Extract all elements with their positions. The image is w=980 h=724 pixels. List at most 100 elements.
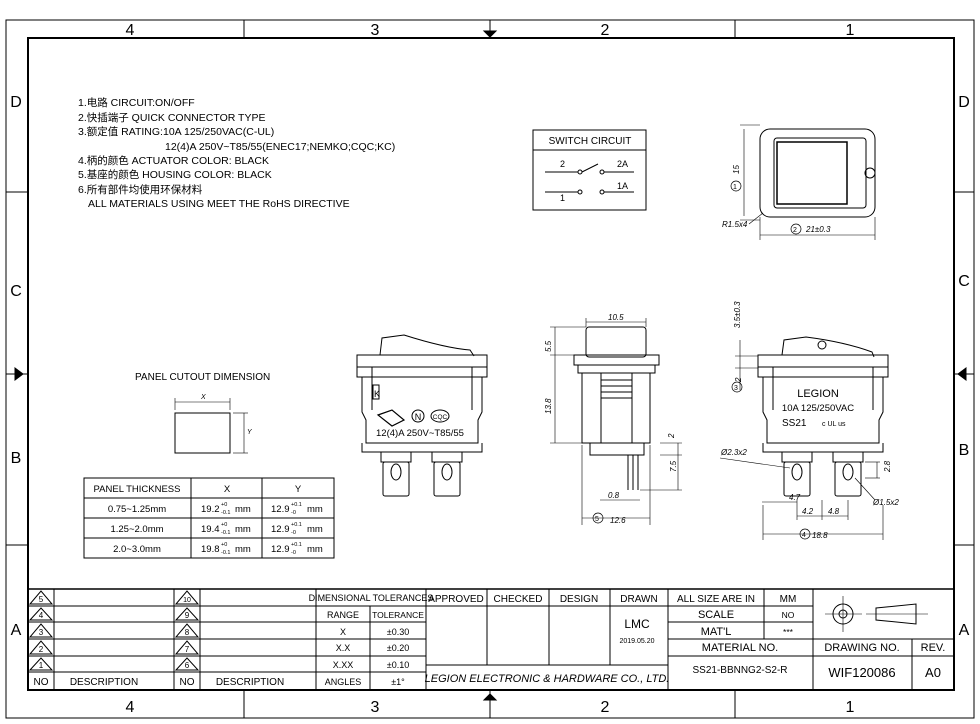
drawn-by: LMC (624, 617, 650, 631)
brand-label: LEGION (797, 388, 839, 400)
dim-label: 5.5 (544, 340, 553, 352)
n-mark: N (415, 412, 422, 422)
rev-number: 10 (183, 597, 191, 604)
tol-value: ±1° (391, 677, 405, 687)
table-cell: 12.9 (271, 544, 290, 555)
scale-value: NO (782, 610, 795, 620)
cqc-mark: CQC (433, 414, 448, 421)
drawn-date: 2019.05.20 (619, 638, 654, 645)
tolerance-header: TOLERANCE (372, 610, 424, 620)
unit: mm (307, 524, 323, 535)
rev-number: 6 (185, 661, 190, 670)
unit: mm (235, 544, 251, 555)
cutout-y-label: Y (247, 429, 253, 436)
material-no-label: MATERIAL NO. (702, 642, 778, 654)
model-label: SS21 (782, 418, 807, 429)
tol-value: ±0.20 (387, 643, 409, 653)
dim-label: 2 (734, 377, 743, 383)
zone-top-3: 3 (371, 22, 380, 39)
table-cell: 1.25~2.0mm (110, 524, 163, 535)
rev-number: 1 (39, 661, 44, 670)
switch-circuit-title: SWITCH CIRCUIT (549, 136, 632, 147)
row-left-d: D (10, 94, 22, 111)
dim-label: 15 (732, 165, 741, 174)
tol-dn: -0.1 (221, 550, 230, 556)
tol-up: +0 (221, 522, 227, 528)
dim-label: 4.7 (789, 493, 801, 502)
rev-number: 2 (39, 645, 44, 654)
callout-number: 2 (793, 227, 797, 234)
tol-dn: -0 (291, 550, 296, 556)
front-view (356, 334, 488, 497)
row-right-d: D (958, 94, 970, 111)
unit-value: MM (780, 594, 797, 605)
dim-label: Ø2.3x2 (720, 448, 747, 457)
rev-number: 8 (185, 628, 190, 637)
company-name: LEGION ELECTRONIC & HARDWARE CO., LTD. (425, 673, 670, 685)
unit: mm (235, 524, 251, 535)
terminal-label: 1A (617, 181, 628, 191)
approved-header: APPROVED (428, 594, 484, 605)
zone-bottom-1: 1 (846, 699, 855, 716)
drawn-header: DRAWN (620, 594, 657, 605)
no-header: NO (34, 677, 49, 688)
dim-label: 4.8 (828, 507, 840, 516)
row-right-b: B (959, 442, 970, 459)
dim-label: 18.8 (812, 531, 828, 540)
note-line: 4.柄的颜色 ACTUATOR COLOR: BLACK (78, 154, 269, 167)
table-cell: 12.9 (271, 504, 290, 515)
table-cell: 19.4 (201, 524, 220, 535)
tol-dn: -0.1 (221, 530, 230, 536)
tol-up: +0.1 (291, 542, 302, 548)
sheet-frame (5, 19, 975, 719)
rev-label: REV. (921, 642, 946, 654)
callout-circle (790, 223, 802, 235)
right-view (719, 336, 889, 540)
tol-dn: -0.1 (221, 510, 230, 516)
note-line: 1.电路 CIRCUIT:ON/OFF (78, 96, 195, 109)
tol-up: +0.1 (291, 522, 302, 528)
dim-label: R1.5x4 (722, 220, 748, 229)
dim-label: 13.8 (544, 398, 553, 414)
cutout-x-label: X (200, 394, 206, 401)
tol-range: X.XX (333, 660, 354, 670)
rev-number: 9 (185, 611, 190, 620)
dim-label: 3.5±0.3 (733, 301, 742, 328)
k-mark: K (374, 389, 380, 399)
no-header: NO (180, 677, 195, 688)
note-line: 3.额定值 RATING:10A 125/250VAC(C-UL) (78, 125, 274, 138)
rev-number: 7 (185, 645, 190, 654)
terminal-label: 2A (617, 159, 628, 169)
rev-number: 3 (39, 628, 44, 637)
table-cell: 12.9 (271, 524, 290, 535)
zone-bottom-2: 2 (601, 699, 610, 716)
terminal-label: 2 (560, 159, 565, 169)
callout-number: 3 (734, 385, 738, 392)
tol-value: ±0.30 (387, 627, 409, 637)
zone-top-4: 4 (126, 22, 135, 39)
terminal-label: 1 (560, 193, 565, 203)
zone-bottom-4: 4 (126, 699, 135, 716)
range-header: RANGE (327, 610, 359, 620)
table-header: X (224, 484, 231, 495)
description-header: DESCRIPTION (70, 677, 138, 688)
material-value: *** (783, 627, 794, 637)
dim-label: 7.5 (669, 460, 678, 472)
unit: mm (307, 544, 323, 555)
unit: mm (235, 504, 251, 515)
tol-up: +0.1 (291, 502, 302, 508)
callout-circle (730, 180, 742, 192)
table-row: 2.0~3.0mm 19.8 +0 -0.1 mm 12.9 +0.1 -0 m… (113, 542, 323, 556)
general-notes: 1.电路 CIRCUIT:ON/OFF 2.快插端子 QUICK CONNECT… (78, 96, 395, 210)
dim-label: 0.8 (608, 491, 620, 500)
note-line: 2.快插端子 QUICK CONNECTOR TYPE (78, 111, 265, 124)
tol-range: X.X (336, 643, 351, 653)
design-header: DESIGN (560, 594, 598, 605)
table-header: PANEL THICKNESS (94, 484, 181, 495)
title-block (28, 588, 954, 690)
callout-circle (592, 512, 604, 524)
tol-dn: -0 (291, 510, 296, 516)
panel-cutout-title: PANEL CUTOUT DIMENSION (135, 372, 270, 383)
drawing-no-label: DRAWING NO. (824, 642, 899, 654)
